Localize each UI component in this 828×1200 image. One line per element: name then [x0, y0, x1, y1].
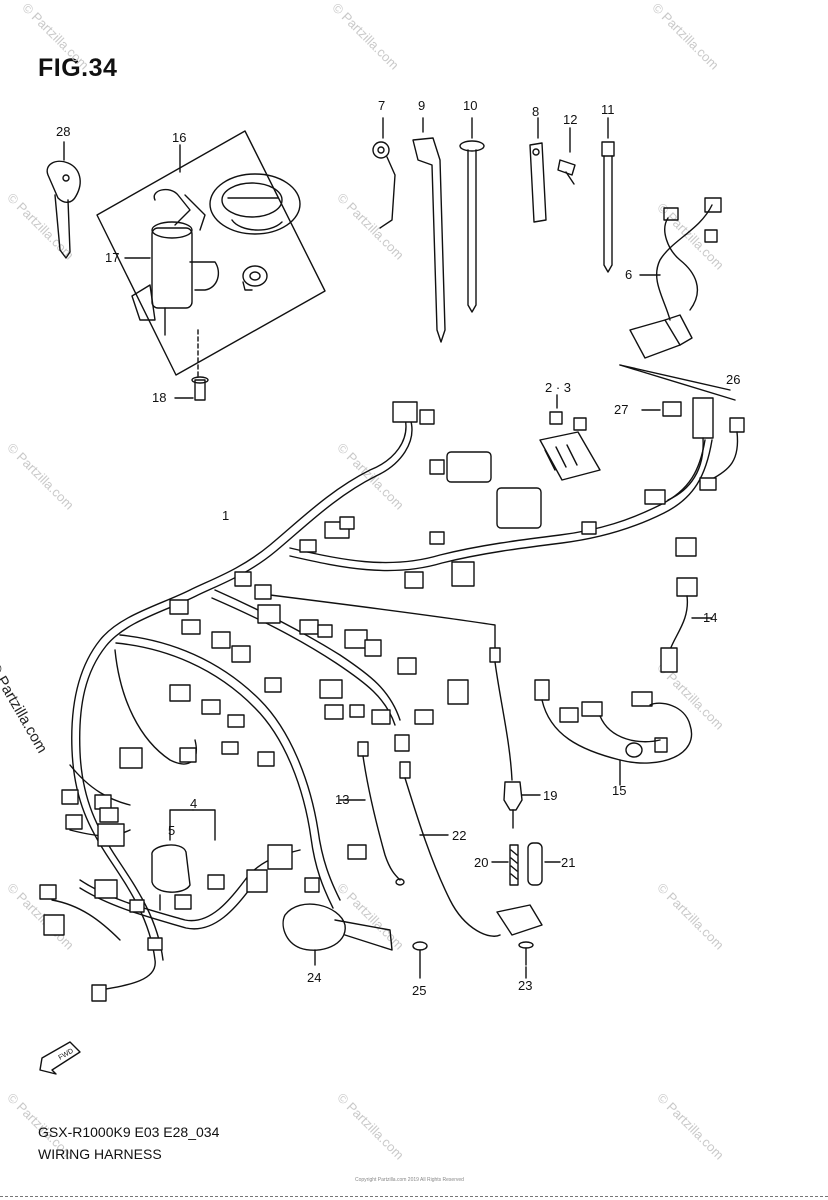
- callout-26: 26: [726, 372, 741, 387]
- callout-1: 1: [222, 508, 230, 523]
- figure-title: FIG.34: [38, 54, 118, 82]
- seat-lock-cylinder: [242, 265, 268, 291]
- part-4-5-relay: [151, 809, 216, 911]
- part-6-sub-harness: [629, 197, 722, 359]
- callout-11: 11: [601, 102, 615, 117]
- part-28-key: [46, 141, 81, 259]
- harness-connectors: [39, 401, 717, 1002]
- callout-13: 13: [335, 792, 350, 807]
- part-8-bracket: [529, 117, 547, 223]
- callout-24: 24: [307, 970, 322, 985]
- callout-17: 17: [105, 250, 120, 265]
- callout-28: 28: [56, 124, 71, 139]
- part-17-ignition-switch: [124, 188, 220, 336]
- part-22-wire: [399, 761, 543, 937]
- part-1-main-harness: [51, 417, 713, 991]
- part-20-21-sleeves: [491, 842, 561, 886]
- callout-6: 6: [625, 267, 633, 282]
- callout-21: 21: [561, 855, 576, 870]
- callout-23: 23: [518, 978, 533, 993]
- callout-25: 25: [412, 983, 427, 998]
- part-25-screw: [412, 941, 428, 979]
- callout-18: 18: [152, 390, 167, 405]
- figure-code: GSX-R1000K9 E03 E28_034: [38, 1124, 220, 1140]
- part-23-screw: [518, 941, 534, 979]
- part-9-strap-clamp: [412, 117, 446, 343]
- callout-8: 8: [532, 104, 540, 119]
- callout-4: 4: [190, 796, 198, 811]
- callout-12: 12: [563, 112, 578, 127]
- callout-22: 22: [452, 828, 467, 843]
- part-7-clamp: [372, 117, 396, 229]
- callout-27: 27: [614, 402, 629, 417]
- callout-2-3: 2 · 3: [545, 380, 572, 395]
- callout-7: 7: [378, 98, 386, 113]
- callout-14: 14: [703, 610, 718, 625]
- part-16-switch-set-box: [96, 130, 326, 376]
- part-14-sub-harness: [660, 577, 713, 673]
- part-24-bracket: [282, 903, 393, 966]
- bottom-divider: [0, 1196, 828, 1197]
- callout-20: 20: [474, 855, 489, 870]
- part-15-sub-harness: [534, 679, 693, 786]
- fuel-cap-lock: [209, 173, 301, 235]
- part-19-sensor: [489, 647, 541, 829]
- callout-10: 10: [463, 98, 478, 113]
- callout-9: 9: [418, 98, 426, 113]
- fwd-arrow-icon: [39, 1041, 81, 1075]
- callout-19: 19: [543, 788, 558, 803]
- copyright-note: Copyright Partzilla.com 2019 All Rights …: [355, 1177, 464, 1183]
- part-12-screw: [557, 127, 576, 185]
- part-11-tie: [601, 117, 615, 273]
- callout-16: 16: [172, 130, 187, 145]
- part-18-bolt: [174, 329, 209, 401]
- part-2-3-fuse-box: [539, 394, 601, 481]
- part-10-band: [459, 117, 485, 313]
- callout-15: 15: [612, 783, 627, 798]
- figure-name: WIRING HARNESS: [38, 1146, 162, 1162]
- part-13-wire: [339, 741, 405, 886]
- callout-5: 5: [168, 823, 176, 838]
